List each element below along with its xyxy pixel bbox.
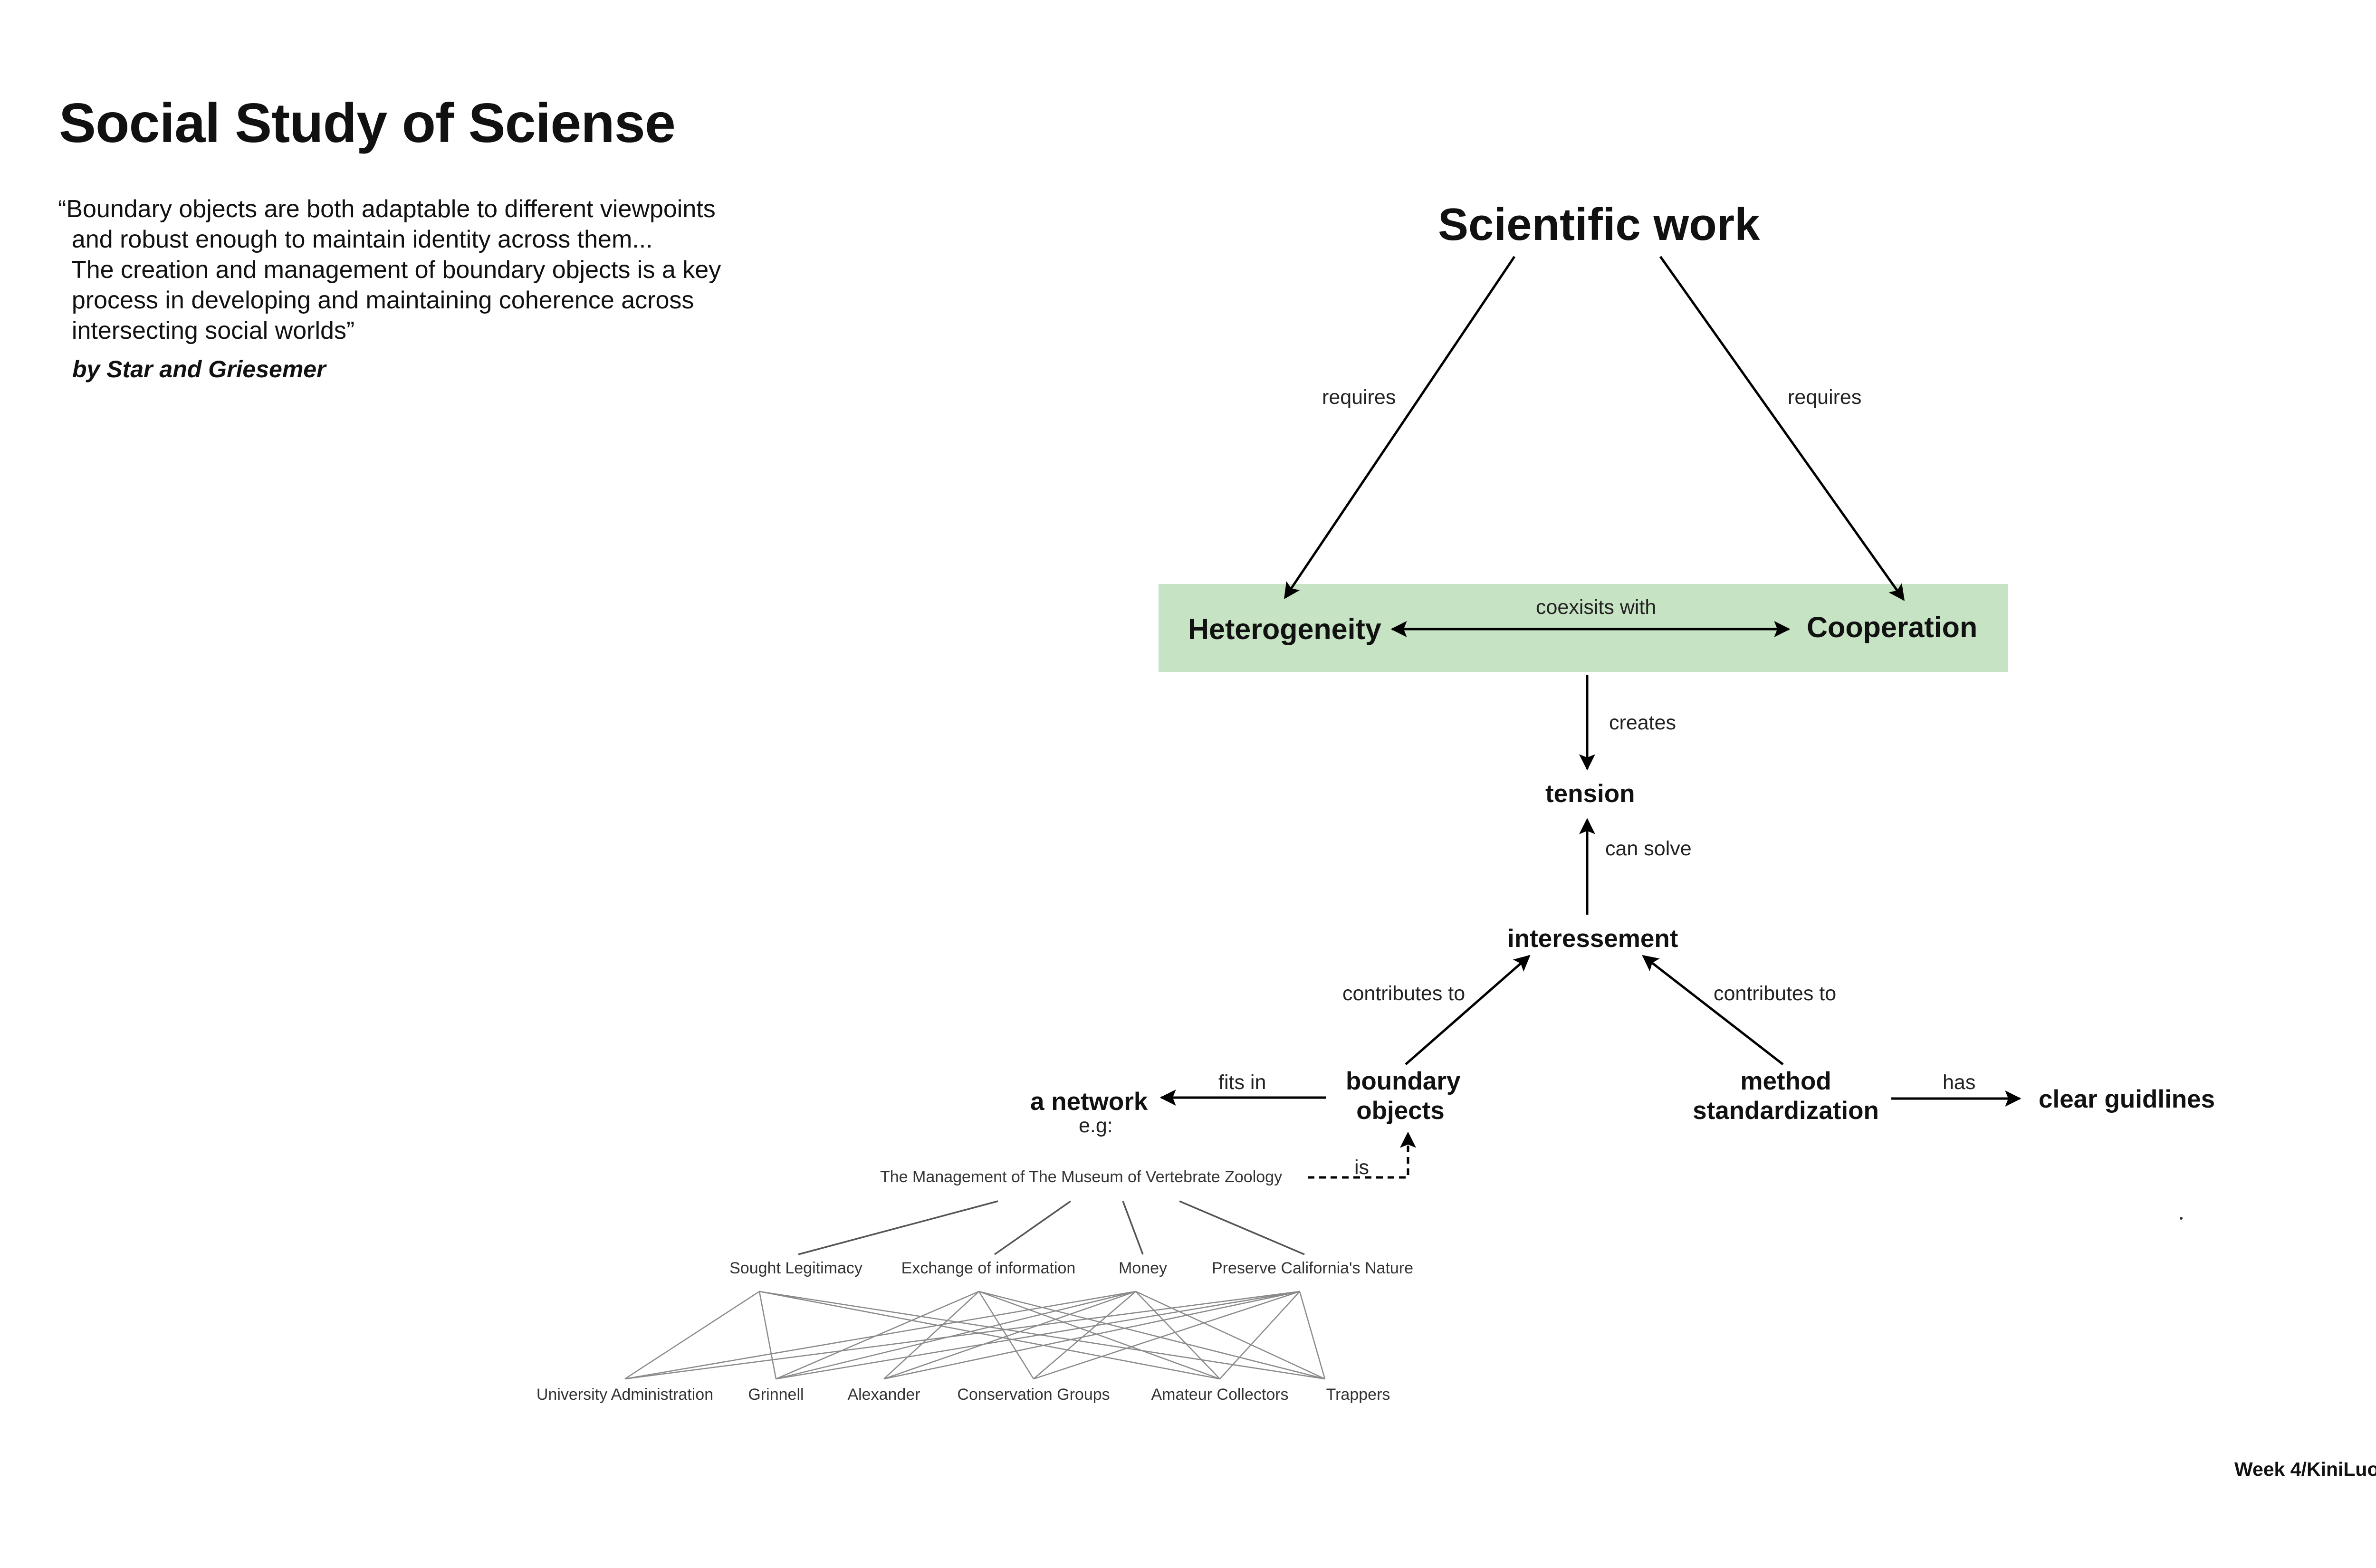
goal-actor-link (759, 1291, 1220, 1380)
goal-item: Sought Legitimacy (729, 1259, 862, 1277)
link-museum-preserve (1179, 1200, 1305, 1255)
goal-actor-link (1299, 1291, 1326, 1379)
credit-text: Week 4/KiniLuo (2234, 1458, 2376, 1480)
stray-dot (2180, 1217, 2183, 1220)
goal-actor-link (1033, 1291, 1300, 1380)
actor-item: University Administration (536, 1386, 714, 1404)
actor-item: Alexander (847, 1386, 920, 1404)
goal-actor-link (978, 1291, 1220, 1380)
label-has: has (1943, 1071, 1976, 1094)
goal-actor-link (883, 1291, 979, 1379)
goal-actor-link (759, 1291, 1325, 1380)
edge-requires-right (1659, 256, 1905, 601)
node-museum: The Management of The Museum of Vertebra… (880, 1168, 1283, 1186)
link-museum-money (1122, 1201, 1144, 1255)
goal-actor-link (978, 1291, 1325, 1380)
node-boundary-objects: boundary objects (1346, 1067, 1461, 1126)
actor-item: Grinnell (748, 1386, 804, 1404)
label-fits-in: fits in (1218, 1071, 1266, 1094)
actor-item: Amateur Collectors (1151, 1386, 1289, 1404)
node-boundary-objects-line2: objects (1356, 1097, 1445, 1125)
edge-contributes-left (1405, 955, 1531, 1065)
edge-requires-left (1284, 256, 1516, 599)
link-museum-legitimacy (798, 1200, 998, 1255)
node-tension: tension (1545, 780, 1635, 808)
node-clear-guidelines: clear guidlines (2039, 1085, 2215, 1113)
actor-item: Trappers (1326, 1386, 1390, 1404)
node-network-eg: e.g: (1079, 1114, 1113, 1137)
node-method-line1: method (1740, 1067, 1831, 1095)
goal-actor-link (758, 1291, 777, 1379)
label-is: is (1354, 1156, 1370, 1179)
goal-actor-link (1219, 1291, 1300, 1379)
node-boundary-objects-line1: boundary (1346, 1067, 1461, 1095)
goal-actor-link (776, 1291, 1300, 1380)
label-requires-right: requires (1788, 386, 1862, 409)
edge-is (1308, 1131, 1416, 1179)
node-heterogeneity: Heterogeneity (1188, 613, 1381, 645)
goal-item: Exchange of information (901, 1259, 1076, 1277)
label-contributes-left: contributes to (1342, 982, 1466, 1005)
node-interessement: interessement (1507, 925, 1678, 953)
goal-actor-link (1135, 1291, 1220, 1379)
quote-text: “Boundary objects are both adaptable to … (58, 195, 721, 344)
label-coexists: coexisits with (1536, 596, 1657, 619)
node-method-line2: standardization (1693, 1097, 1879, 1125)
node-cooperation: Cooperation (1807, 611, 1978, 643)
goal-actor-link (776, 1291, 1136, 1380)
quote-author: by Star and Griesemer (72, 356, 326, 382)
goal-actor-link (1033, 1291, 1136, 1379)
label-contributes-right: contributes to (1714, 982, 1837, 1005)
label-requires-left: requires (1322, 386, 1396, 409)
goal-actor-link (883, 1291, 1136, 1380)
goal-actor-link (624, 1291, 760, 1380)
label-creates: creates (1609, 711, 1677, 734)
node-network: a network (1030, 1088, 1148, 1116)
goal-actor-network (624, 1291, 1326, 1380)
goal-item: Money (1118, 1259, 1168, 1277)
page-title: Social Study of Sciense (59, 92, 676, 154)
link-museum-exchange (994, 1200, 1072, 1255)
goal-actor-link (883, 1291, 1300, 1380)
label-can-solve: can solve (1605, 837, 1692, 860)
goal-actor-link (624, 1291, 1136, 1380)
edge-contributes-right (1642, 955, 1784, 1065)
goal-item: Preserve California's Nature (1211, 1259, 1414, 1277)
goal-actor-link (978, 1291, 1035, 1379)
actor-item: Conservation Groups (957, 1386, 1110, 1404)
node-method-standardization: method standardization (1686, 1067, 1886, 1126)
goal-actor-link (624, 1291, 1300, 1380)
node-scientific-work: Scientific work (1438, 199, 1760, 250)
goal-actor-link (1135, 1291, 1325, 1380)
